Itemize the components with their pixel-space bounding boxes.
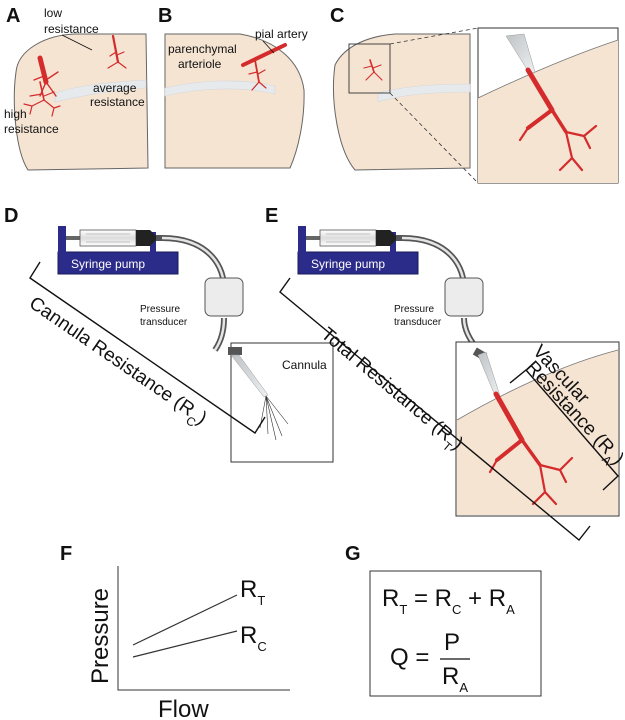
line-rc (132, 630, 238, 658)
pump-base-d (57, 251, 179, 275)
equation-2-denominator: RA (442, 663, 468, 695)
transducer-label-d-1: Pressure (140, 304, 180, 315)
line-rt (132, 594, 238, 646)
syringe-d (66, 229, 162, 247)
zoom-cannula (505, 33, 536, 75)
brain-slice-c (333, 33, 471, 171)
zoom-box (348, 43, 391, 94)
equation-1: RT = RC + RA (382, 585, 515, 617)
cannula-spray (259, 395, 289, 441)
pressure-transducer-d (204, 277, 244, 317)
panel-d: D Syringe pump Pressure transducer Cannu… (4, 205, 334, 463)
panel-a: A low resistance high resistance average… (4, 5, 149, 171)
pump-label-d: Syringe pump (71, 257, 145, 271)
label-high-2: resistance (4, 122, 59, 136)
equation-2-lhs: Q = (390, 644, 436, 671)
transducer-label-e-1: Pressure (394, 304, 434, 315)
equation-2-numerator: P (444, 629, 460, 656)
total-resistance-bracket (279, 277, 591, 541)
low-resistance-vessel (107, 34, 127, 69)
pump-post-d (58, 226, 66, 254)
panel-b-letter: B (158, 5, 172, 27)
label-high: high (4, 107, 27, 121)
panel-g: G RT = RC + RA Q = P RA (345, 543, 542, 697)
syringe-e (306, 229, 402, 247)
pial-artery (241, 43, 287, 67)
vessel-box-tissue-edge (456, 349, 619, 421)
label-rt: RT (240, 576, 265, 608)
parenchymal-arteriole (248, 59, 267, 91)
panel-e: E Syringe pump Pressure transducer (265, 205, 625, 541)
panel-f: F Pressure Flow RT RC (60, 543, 290, 720)
panel-b: B pial artery parenchymal arteriole (158, 5, 308, 169)
f-xlabel: Flow (158, 696, 209, 720)
cannula-connector-d (228, 347, 242, 355)
label-low: low (44, 6, 62, 20)
total-resistance-label: Total Resistance (RT) (314, 324, 467, 459)
pointer-low (61, 34, 93, 51)
panel-c: C (330, 5, 619, 184)
label-rc: RC (240, 622, 267, 654)
pump-post-e (298, 226, 306, 254)
label-average-2: resistance (90, 95, 145, 109)
transducer-label-d-2: transducer (140, 317, 188, 328)
cannula-resistance-bracket (29, 261, 266, 434)
vascular-resistance-bracket (509, 369, 619, 491)
vessel-box-tissue (457, 350, 618, 515)
panel-e-letter: E (265, 205, 278, 227)
cannula-box (230, 342, 334, 463)
white-matter-a (54, 79, 147, 103)
cannula-label: Cannula (282, 358, 327, 372)
white-matter-b (164, 80, 276, 97)
white-matter-c (377, 83, 471, 103)
brain-slice-a (13, 33, 149, 171)
transducer-label-e-2: transducer (394, 317, 442, 328)
equation-box (369, 570, 542, 697)
high-resistance-vessel (23, 81, 61, 117)
zoom-vessel (518, 67, 598, 172)
vessel-c-small (363, 59, 383, 81)
brain-slice-b (164, 33, 305, 169)
pump-label-e: Syringe pump (311, 257, 385, 271)
label-pial-artery: pial artery (255, 27, 308, 41)
pump-base-e (297, 251, 419, 275)
f-axes (117, 566, 290, 691)
pressure-transducer-e (444, 277, 484, 317)
vessel-e (488, 391, 574, 506)
panel-a-letter: A (6, 5, 20, 27)
label-arteriole: arteriole (178, 57, 222, 71)
zoom-tissue-edge (477, 39, 619, 99)
f-ylabel: Pressure (87, 588, 114, 684)
label-low-2: resistance (44, 22, 99, 36)
label-parenchymal: parenchymal (168, 42, 237, 56)
cannula-resistance-label: Cannula Resistance (RC) (22, 293, 210, 434)
average-resistance-vessel (33, 55, 59, 97)
panel-c-letter: C (330, 5, 344, 27)
label-average: average (93, 81, 137, 95)
panel-f-letter: F (60, 543, 72, 565)
panel-d-letter: D (4, 205, 18, 227)
panel-g-letter: G (345, 543, 361, 565)
cannula-needle-d (230, 354, 269, 398)
zoom-line-top (389, 27, 479, 45)
pointer-pial (262, 40, 275, 54)
